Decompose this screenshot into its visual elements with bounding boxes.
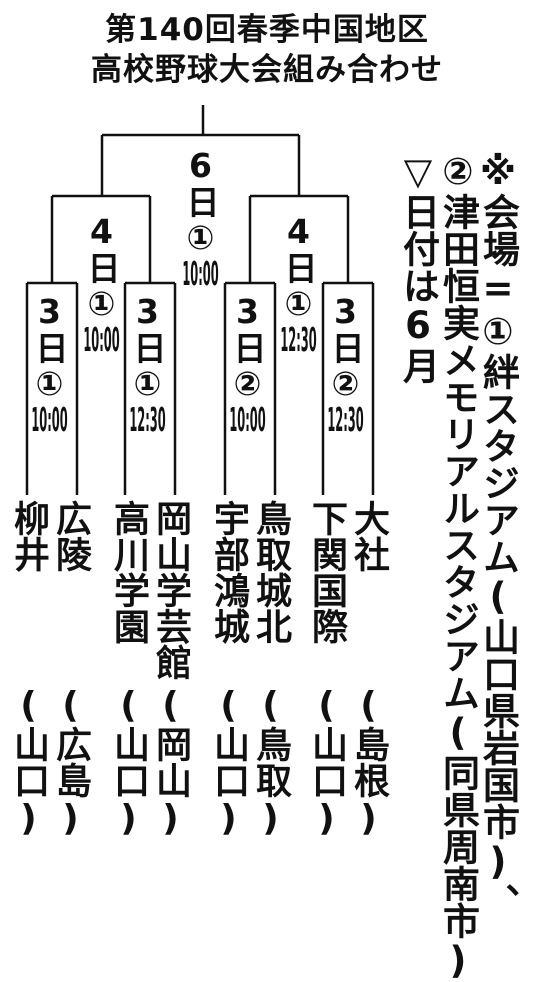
title-line-2: 高校野球大会組み合わせ (91, 52, 443, 88)
team-pref: (山口) (8, 685, 49, 839)
team-pref: (山口) (108, 685, 149, 839)
team-pref: (山口) (208, 685, 249, 839)
team-name: 下関国際 (306, 500, 347, 644)
r1-game-4-schedule: 3日②12:30 (326, 292, 365, 436)
team-pref: (広島) (50, 685, 91, 839)
team-pref: (鳥取) (250, 685, 291, 839)
tournament-bracket (25, 105, 375, 495)
r1-game-2-schedule: 3日①12:30 (128, 292, 167, 436)
r1-game-3-schedule: 3日②10:00 (228, 292, 267, 436)
team-pref: (島根) (348, 685, 389, 839)
team-name: 鳥取城北 (250, 500, 291, 644)
team-pref: (岡山) (150, 685, 191, 839)
team-name: 高川学園 (108, 500, 149, 644)
team-name: 岡山学芸館 (150, 500, 191, 680)
team-name: 広陵 (50, 500, 91, 572)
note-venue-2: ②津田恒実メモリアルスタジアム(同県周南市) (436, 150, 480, 982)
final-schedule: 6日①10:00 (181, 146, 220, 290)
note-date: ▽日付は6月 (396, 150, 440, 384)
semi-2-schedule: 4日①12:30 (279, 212, 318, 356)
r1-game-1-schedule: 3日①10:00 (30, 292, 69, 436)
team-name: 宇部鴻城 (208, 500, 249, 644)
team-name: 柳井 (8, 500, 49, 572)
team-name: 大社 (348, 500, 389, 572)
semi-1-schedule: 4日①10:00 (82, 212, 121, 356)
note-venue-1: ※会場=①絆スタジアム(山口県岩国市)、 (476, 150, 520, 920)
title-line-1: 第140回春季中国地区 (105, 12, 429, 48)
team-pref: (山口) (306, 685, 347, 839)
